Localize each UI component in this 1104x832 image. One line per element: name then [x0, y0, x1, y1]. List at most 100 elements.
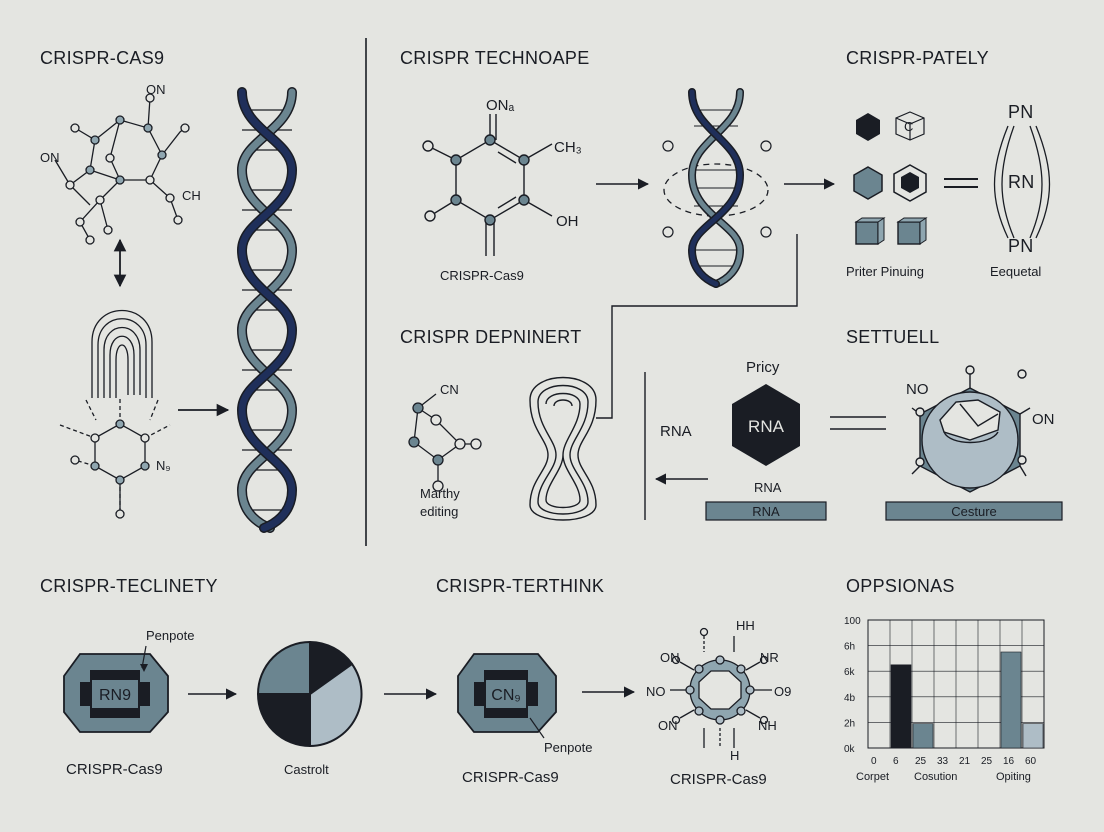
rna-hex-label: RNA — [748, 417, 785, 436]
panel-crispr-terthink: CRISPR-TERTHINK CN₉ Penpote CRISPR-Cas9 — [384, 576, 791, 788]
rna-bar — [705, 501, 827, 521]
cube-icon — [854, 217, 886, 245]
molecule-label: CRISPR-Cas9 — [440, 268, 524, 283]
chart-x-group-label: Cosution — [914, 771, 957, 783]
ring-molecule-icon — [670, 627, 772, 748]
panel-title: CRISPR-PATELY — [846, 48, 989, 68]
panel-crispr-teclinety: CRISPR-TECLINETY Penpote RN9 CRISPR-Cas9… — [40, 576, 363, 778]
protein-block-icon — [63, 645, 169, 733]
protein-block-icon — [457, 653, 557, 739]
chart-x-tick-label: 6 — [893, 756, 899, 767]
rna-below-label: RNA — [754, 480, 782, 495]
protein-fold-icon — [529, 376, 597, 521]
protein-fold-icon — [85, 309, 159, 421]
chart-bars — [890, 651, 1044, 749]
atom-label: ON — [1032, 411, 1055, 428]
caption: CRISPR-Cas9 — [462, 769, 559, 786]
rna-side-label: RNA — [660, 423, 692, 440]
ring-atom-label: NR — [760, 650, 779, 665]
panel-crispr-depninert: CRISPR DEPNINERT CN Marthy editing — [400, 327, 597, 521]
molecule-network-icon — [408, 393, 482, 492]
rn-label: RN — [1008, 172, 1035, 192]
ring-atom-label: ON — [658, 718, 678, 733]
connector-line — [596, 234, 798, 419]
chart-x-tick-label: 25 — [915, 756, 927, 767]
atom-label: ONₐ — [486, 97, 515, 114]
dna-helix-icon — [236, 87, 298, 533]
pie-caption: Castrolt — [284, 762, 329, 777]
cesture-bar-label: Cesture — [951, 504, 997, 519]
pn-label: PN — [1008, 236, 1034, 256]
chart-y-tick-label: 6k — [844, 667, 856, 678]
chart-y-tick-label: 4b — [844, 693, 856, 704]
atom-label: ON — [40, 150, 60, 165]
caption: Priter Pinuing — [846, 264, 924, 279]
ring-caption: CRISPR-Cas9 — [670, 771, 767, 788]
chart-x-tick-label: 33 — [937, 756, 949, 767]
ring-atom-label: NO — [646, 684, 666, 699]
chart-x-tick-label: 25 — [981, 756, 993, 767]
rna-top-label: Pricy — [746, 359, 780, 376]
chart-x-groups: Corpet Cosution Opiting — [856, 771, 1031, 783]
panel-title: CRISPR-CAS9 — [40, 48, 164, 68]
ring-atom-label: O9 — [774, 684, 791, 699]
molecule-network-icon — [54, 93, 190, 245]
hexagon-molecule-icon — [422, 114, 553, 256]
ring-atom-label: ON — [660, 650, 680, 665]
cesture-bar — [885, 501, 1063, 521]
atom-label: ON — [146, 82, 166, 97]
chart-y-tick-label: 6h — [844, 642, 855, 653]
chart-x-tick-label: 0 — [871, 756, 877, 767]
chart-x-ticks: 0 6 25 33 21 25 16 60 — [871, 756, 1037, 767]
caption: Eequetal — [990, 264, 1041, 279]
rna-bar-label: RNA — [752, 504, 780, 519]
panel-title: CRISPR DEPNINERT — [400, 327, 582, 347]
chart-x-tick-label: 21 — [959, 756, 971, 767]
atom-label: OH — [556, 213, 579, 230]
chart-x-tick-label: 60 — [1025, 756, 1037, 767]
callout-label: Penpote — [544, 740, 592, 755]
panel-crispr-cas9: CRISPR-CAS9 ON ON CH — [40, 48, 298, 533]
hexagon-icon — [856, 113, 880, 141]
atom-label: CH₃ — [554, 139, 582, 156]
block-label: CN₉ — [491, 687, 520, 704]
dna-helix-icon — [662, 88, 772, 288]
caption: editing — [420, 504, 458, 519]
panel-title: CRISPR TECHNOAPE — [400, 48, 590, 68]
ring-atom-label: H — [730, 748, 739, 763]
cube-icon — [895, 111, 925, 141]
chart-bar — [890, 664, 912, 749]
chart-y-tick-label: 2h — [844, 718, 855, 729]
panel-settuell: SETTUELL NO ON Cesture — [846, 327, 1063, 521]
chart-x-tick-label: 16 — [1003, 756, 1015, 767]
panel-title: CRISPR-TERTHINK — [436, 576, 604, 596]
callout-label: Penpote — [146, 628, 194, 643]
ring-atom-label: HH — [736, 618, 755, 633]
hexagon-icon — [853, 166, 883, 200]
atom-label: NO — [906, 381, 929, 398]
panel-crispr-technoape: CRISPR TECHNOAPE ONₐ CH₃ OH CRISPR-Cas9 — [400, 48, 836, 288]
chart-x-group-label: Corpet — [856, 771, 889, 783]
caption: CRISPR-Cas9 — [66, 761, 163, 778]
panel-crispr-pately: CRISPR-PATELY C Priter Pinuing PN — [846, 48, 1051, 279]
hexagon-icon — [893, 164, 927, 202]
protein-complex-icon — [911, 365, 1031, 493]
rna-hexagon-icon — [732, 384, 800, 466]
chart-x-group-label: Opiting — [996, 771, 1031, 783]
panel-rna: RNA Pricy RNA RNA RNA — [654, 359, 886, 521]
hexagon-ring-icon — [59, 398, 171, 519]
cube-label: C — [904, 119, 913, 134]
atom-label: CN — [440, 382, 459, 397]
pie-icon — [256, 640, 363, 748]
panel-title: SETTUELL — [846, 327, 939, 347]
pn-label: PN — [1008, 102, 1034, 122]
ring-label: N₉ — [156, 458, 171, 473]
chart-title: OPPSIONAS — [846, 576, 955, 596]
ring-atom-label: NH — [758, 718, 777, 733]
chart-bar — [1000, 651, 1022, 749]
cube-icon — [896, 217, 928, 245]
chart-bar — [912, 723, 934, 749]
block-label: RN9 — [99, 687, 131, 704]
